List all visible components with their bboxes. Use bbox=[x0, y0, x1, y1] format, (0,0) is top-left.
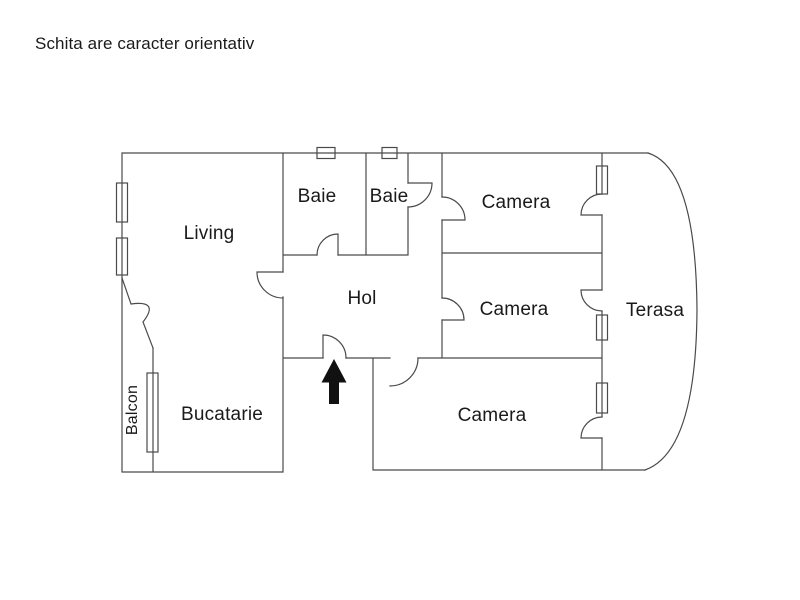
window-symbol bbox=[595, 314, 609, 341]
room-label-baie-1: Baie bbox=[297, 186, 337, 207]
room-label-living: Living bbox=[183, 223, 235, 244]
arrow-up-icon bbox=[321, 359, 347, 404]
room-label-camera-top: Camera bbox=[481, 192, 551, 213]
window-symbol bbox=[595, 165, 609, 195]
room-label-hol: Hol bbox=[347, 288, 377, 309]
window-symbol bbox=[115, 182, 129, 223]
room-label-terasa: Terasa bbox=[625, 300, 685, 321]
window-symbol bbox=[115, 237, 129, 276]
window-symbol bbox=[316, 146, 336, 160]
window-symbol bbox=[381, 146, 398, 160]
terasa-curved-wall bbox=[644, 152, 698, 471]
window-symbol bbox=[595, 382, 609, 414]
plan-linework bbox=[115, 146, 698, 473]
walls bbox=[121, 152, 649, 473]
room-label-bucatarie: Bucatarie bbox=[180, 404, 264, 425]
room-label-baie-2: Baie bbox=[369, 186, 409, 207]
window-symbol bbox=[146, 372, 159, 453]
door-arcs bbox=[121, 182, 603, 439]
disclaimer-text: Schita are caracter orientativ bbox=[35, 34, 255, 53]
room-label-camera-middle: Camera bbox=[479, 299, 549, 320]
room-label-balcon: Balcon bbox=[124, 384, 141, 436]
window-symbols bbox=[115, 146, 609, 453]
room-label-camera-bottom: Camera bbox=[457, 405, 527, 426]
